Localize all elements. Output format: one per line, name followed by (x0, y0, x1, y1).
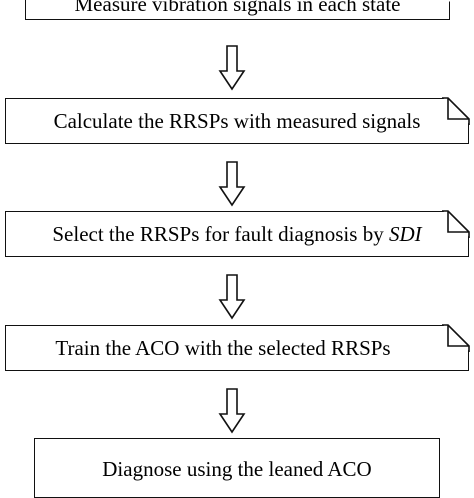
folded-corner-icon (441, 324, 470, 353)
folded-corner-icon (441, 97, 470, 126)
step-train-aco: Train the ACO with the selected RRSPs (5, 324, 470, 371)
step-measure-signals: Measure vibration signals in each state (25, 0, 451, 20)
step-calculate-rrsps: Calculate the RRSPs with measured signal… (5, 97, 470, 144)
step-select-rrsps: Select the RRSPs for fault diagnosis by … (5, 210, 470, 257)
hollow-down-arrow-icon (218, 45, 246, 91)
step-diagnose: Diagnose using the leaned ACO (34, 438, 440, 498)
folded-corner-icon (441, 210, 470, 239)
step-train-aco-label: Train the ACO with the selected RRSPs (55, 335, 391, 360)
step-select-rrsps-label: Select the RRSPs for fault diagnosis by … (52, 221, 422, 246)
hollow-down-arrow-icon (218, 274, 246, 320)
hollow-down-arrow-icon (218, 388, 246, 434)
step-select-rrsps-sdi: SDI (388, 221, 422, 246)
step-select-rrsps-text: Select the RRSPs for fault diagnosis by (52, 221, 389, 246)
hollow-down-arrow-icon (218, 161, 246, 207)
step-calculate-rrsps-label: Calculate the RRSPs with measured signal… (53, 108, 421, 133)
step-diagnose-label: Diagnose using the leaned ACO (102, 457, 372, 481)
folded-corner-icon (447, 0, 451, 4)
step-measure-signals-label: Measure vibration signals in each state (74, 0, 401, 16)
